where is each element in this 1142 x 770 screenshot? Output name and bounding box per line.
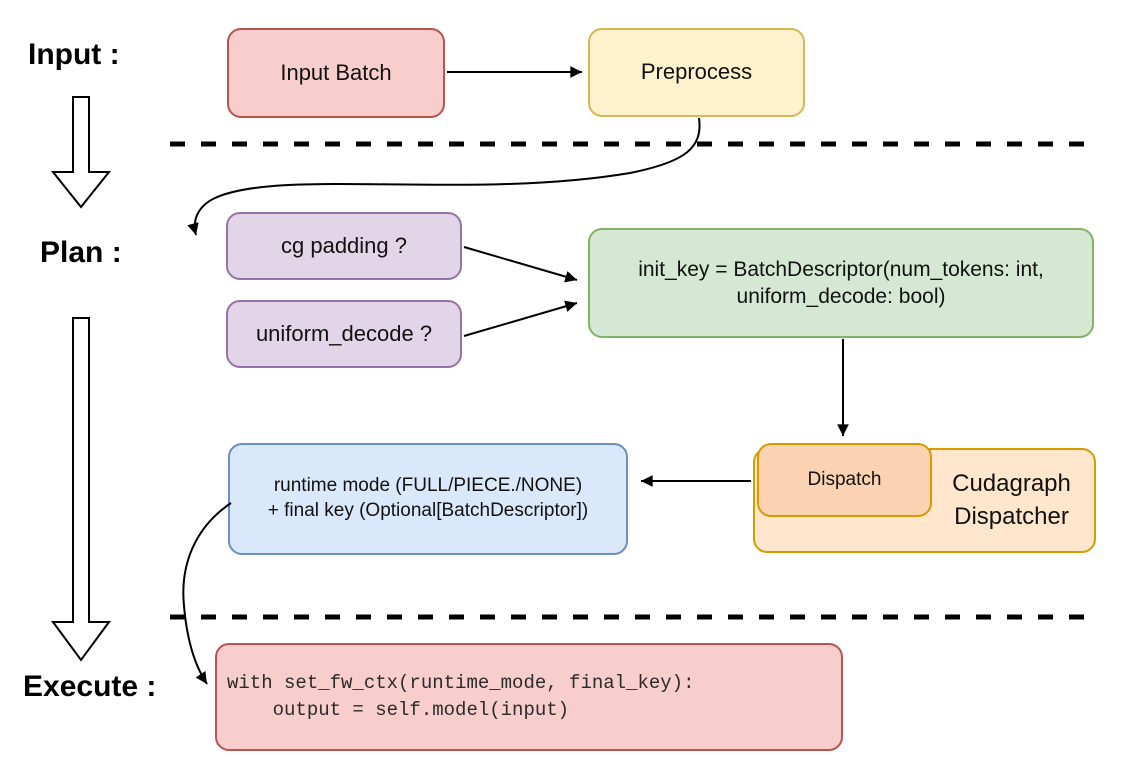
uniform-decode-label: uniform_decode ? [255,320,433,346]
runtime-mode-line1: runtime mode (FULL/PIECE./NONE) [273,475,583,497]
input-batch-node: Input Batch [227,28,445,118]
cg-padding-node: cg padding ? [226,212,462,280]
execute-code-line1: with set_fw_ctx(runtime_mode, final_key)… [227,672,695,694]
preprocess-label: Preprocess [640,59,753,85]
uniform-decode-to-init-key-arrow [463,300,578,337]
input-to-plan-flow-arrow [50,96,112,209]
cudagraph-dispatcher-line2: Dispatcher [954,502,1069,530]
plan-to-execute-flow-arrow [51,317,111,662]
cudagraph-dispatcher-label: Cudagraph Dispatcher [935,450,1088,551]
cg-padding-to-init-key-arrow [463,246,578,283]
input-stage-label: Input : [28,38,120,71]
runtime-mode-line2: + final key (Optional[BatchDescriptor]) [267,500,589,521]
uniform-decode-node: uniform_decode ? [226,300,462,368]
init-key-node: init_key = BatchDescriptor(num_tokens: i… [588,228,1094,338]
execute-code-line2: output = self.model(input) [227,699,570,721]
plan-stage-label: Plan : [40,236,122,269]
cg-padding-label: cg padding ? [281,232,407,258]
dispatch-label: Dispatch [807,468,882,490]
execute-code-node: with set_fw_ctx(runtime_mode, final_key)… [215,643,843,751]
dispatch-node: Dispatch [757,443,932,517]
preprocess-node: Preprocess [588,28,805,117]
runtime-mode-node: runtime mode (FULL/PIECE./NONE) + final … [228,443,628,555]
execute-stage-label: Execute : [23,670,157,703]
cudagraph-dispatcher-line1: Cudagraph [952,470,1071,498]
init-key-line1: init_key = BatchDescriptor(num_tokens: i… [638,257,1044,281]
init-key-line2: uniform_decode: bool) [736,285,946,308]
input-batch-label: Input Batch [280,59,392,85]
